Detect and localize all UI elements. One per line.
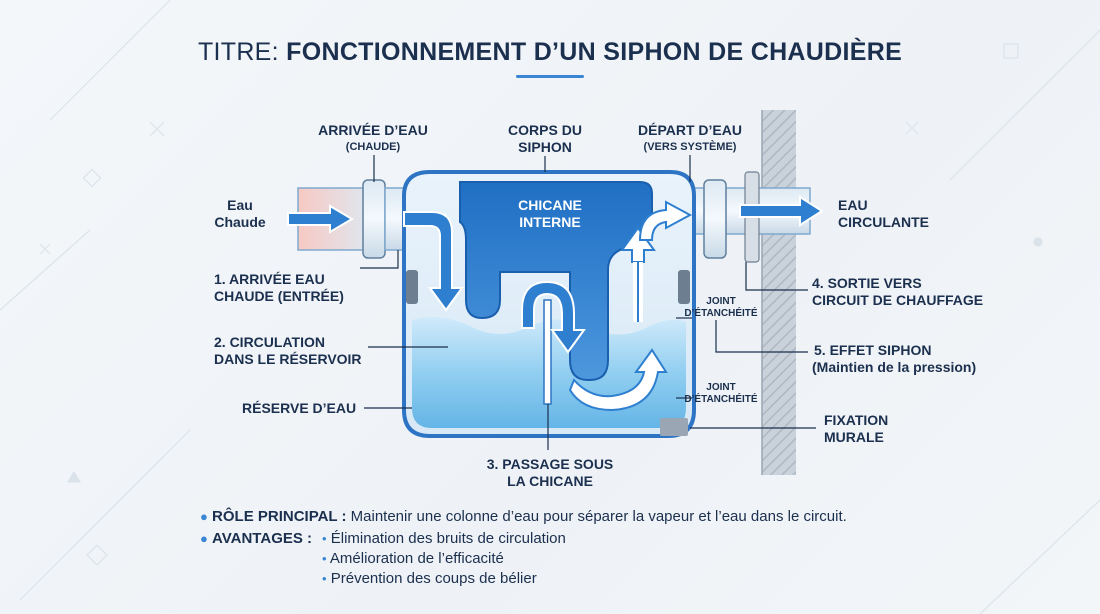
- label-corps-line1: CORPS DU: [508, 122, 582, 138]
- bullet-role: ● RÔLE PRINCIPAL : Maintenir une colonne…: [200, 508, 847, 525]
- label-step5: 5. EFFET SIPHON (Maintien de la pression…: [812, 342, 976, 376]
- siphon-body: [402, 170, 696, 438]
- label-arrivee-eau: ARRIVÉE D’EAU (CHAUDE): [313, 122, 433, 156]
- label-step4-line1: 4. SORTIE VERS: [812, 275, 922, 291]
- label-fixation-murale: FIXATION MURALE: [824, 412, 888, 446]
- label-chicane-interne: CHICANE INTERNE: [500, 197, 600, 231]
- seal-knob-right: [678, 270, 690, 304]
- label-step5-text: 5. EFFET SIPHON: [814, 342, 932, 358]
- bullet-dot-icon: •: [322, 531, 327, 546]
- outlet-flange: [703, 179, 727, 259]
- bullet-dot-icon: •: [322, 571, 327, 586]
- inlet-arrow: [287, 204, 354, 234]
- label-step5-sub: (Maintien de la pression): [812, 359, 977, 375]
- label-depart-eau-sub: (VERS SYSTÈME): [643, 141, 737, 153]
- avantage-item-text: Amélioration de l’efficacité: [329, 550, 504, 567]
- label-eau-chaude-line2: Chaude: [214, 214, 266, 230]
- label-eau-chaude: Eau Chaude: [200, 197, 280, 231]
- label-joint2-line1: JOINT: [706, 382, 736, 393]
- title-prefix: TITRE:: [197, 38, 287, 66]
- label-chicane-line1: CHICANE: [518, 197, 582, 213]
- label-step1-line2: CHAUDE (ENTRÉE): [214, 288, 344, 304]
- wall: [761, 110, 796, 475]
- label-step3-line1: 3. PASSAGE SOUS: [486, 456, 614, 472]
- label-joint1-line2: D’ÉTANCHÉITÉ: [684, 308, 758, 319]
- avantage-item-text: Élimination des bruits de circulation: [330, 530, 566, 547]
- label-step4-line2: CIRCUIT DE CHAUFFAGE: [812, 292, 984, 308]
- inner-divider: [543, 299, 552, 405]
- label-fixation-line2: MURALE: [824, 429, 884, 445]
- bullet-role-text: Maintenir une colonne d’eau pour séparer…: [346, 508, 847, 525]
- bullet-avantages-label: AVANTAGES :: [212, 530, 313, 547]
- wall-fixation-plate: [660, 418, 688, 436]
- bullet-dot-icon: ●: [200, 531, 208, 546]
- label-joint-2: JOINT D’ÉTANCHÉITÉ: [676, 382, 766, 406]
- label-joint2-line2: D’ÉTANCHÉITÉ: [684, 394, 758, 405]
- title-underline: [516, 75, 584, 78]
- inlet-flange: [362, 179, 386, 259]
- flow-arrows: [287, 195, 824, 412]
- label-step1-line1: 1. ARRIVÉE EAU: [214, 271, 325, 287]
- label-depart-eau-text: DÉPART D’EAU: [638, 122, 742, 138]
- avantage-item: • Élimination des bruits de circulation: [322, 530, 566, 547]
- label-joint1-line1: JOINT: [706, 296, 736, 307]
- bullet-dot-icon: ●: [200, 509, 208, 524]
- avantage-item: • Prévention des coups de bélier: [322, 570, 537, 587]
- label-reserve-eau: RÉSERVE D’EAU: [242, 400, 357, 416]
- seal-knob-left: [406, 270, 418, 304]
- avantage-item-text: Prévention des coups de bélier: [330, 570, 537, 587]
- label-depart-eau: DÉPART D’EAU (VERS SYSTÈME): [625, 122, 755, 156]
- label-eau-circulante-line1: EAU: [838, 197, 868, 213]
- label-corps-line2: SIPHON: [518, 139, 572, 155]
- label-joint-1: JOINT D’ÉTANCHÉITÉ: [676, 296, 766, 320]
- up-right-arrow: [638, 200, 693, 241]
- label-eau-circulante-line2: CIRCULANTE: [838, 214, 929, 230]
- label-chicane-line2: INTERNE: [519, 214, 581, 230]
- label-fixation-line1: FIXATION: [824, 412, 889, 428]
- outlet-arrow: [739, 195, 824, 227]
- avantage-item: • Amélioration de l’efficacité: [322, 550, 504, 567]
- label-eau-chaude-line1: Eau: [227, 197, 253, 213]
- label-step4: 4. SORTIE VERS CIRCUIT DE CHAUFFAGE: [812, 275, 983, 309]
- page-title: TITRE: FONCTIONNEMENT D’UN SIPHON DE CHA…: [0, 38, 1100, 67]
- bottom-curve-arrow: [568, 348, 668, 412]
- label-arrivee-eau-text: ARRIVÉE D’EAU: [318, 122, 428, 138]
- bullet-avantages: ● AVANTAGES :: [200, 530, 312, 547]
- u-arrow: [521, 280, 586, 354]
- label-step1: 1. ARRIVÉE EAU CHAUDE (ENTRÉE): [214, 271, 344, 305]
- label-step2: 2. CIRCULATION DANS LE RÉSERVOIR: [214, 334, 362, 368]
- label-step2-line2: DANS LE RÉSERVOIR: [214, 351, 362, 367]
- label-step3-line2: LA CHICANE: [507, 473, 593, 489]
- title-main: FONCTIONNEMENT D’UN SIPHON DE CHAUDIÈRE: [286, 38, 903, 66]
- leader-lines: [360, 155, 816, 450]
- bullet-role-label: RÔLE PRINCIPAL :: [212, 508, 347, 525]
- bullet-dot-icon: •: [322, 551, 327, 566]
- label-arrivee-eau-sub: (CHAUDE): [345, 141, 401, 153]
- label-step3: 3. PASSAGE SOUS LA CHICANE: [470, 456, 630, 490]
- label-corps-siphon: CORPS DU SIPHON: [495, 122, 595, 156]
- label-step2-line1: 2. CIRCULATION: [214, 334, 325, 350]
- down-arrow: [403, 211, 464, 312]
- label-eau-circulante: EAU CIRCULANTE: [838, 197, 929, 231]
